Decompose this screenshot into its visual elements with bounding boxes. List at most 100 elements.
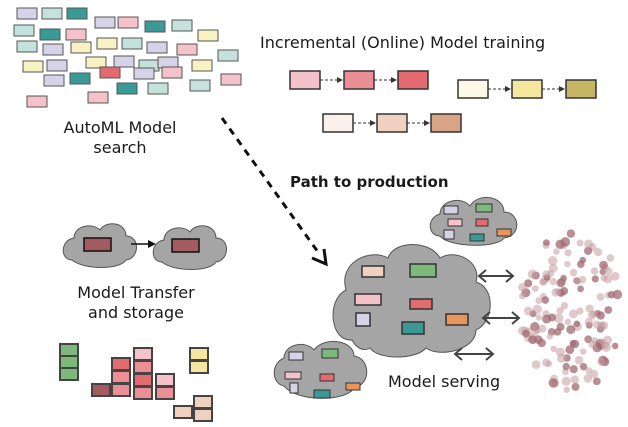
request-dot: [556, 307, 564, 315]
request-dot: [566, 229, 576, 238]
request-dot: [570, 375, 579, 384]
request-dot: [594, 248, 603, 257]
request-dot: [553, 248, 560, 255]
request-dot: [564, 318, 572, 326]
request-dot: [571, 382, 580, 391]
request-dot: [574, 278, 582, 285]
request-dot: [518, 283, 527, 292]
request-dot: [569, 340, 577, 347]
request-dot: [577, 260, 585, 269]
request-dot: [592, 377, 601, 386]
request-dot: [531, 285, 539, 292]
request-dot: [585, 304, 594, 313]
request-dot: [584, 317, 593, 326]
automl-label: AutoML Model search: [40, 118, 200, 158]
request-dot: [546, 333, 553, 340]
request-dot: [569, 365, 578, 374]
request-dot: [539, 278, 546, 286]
request-dot: [528, 335, 538, 345]
serving-label: Model serving: [388, 372, 501, 391]
double-arrow-icon: [477, 269, 515, 283]
request-dot: [565, 345, 575, 355]
request-dot: [560, 302, 569, 310]
request-dot: [542, 314, 552, 324]
request-dot: [566, 325, 576, 335]
request-dot: [560, 237, 571, 247]
request-dot: [573, 320, 581, 328]
request-dot: [548, 256, 558, 266]
request-dot: [535, 297, 543, 304]
transfer-arrow: [131, 240, 156, 248]
request-dot: [537, 338, 546, 348]
request-dot: [549, 278, 558, 286]
transfer-label: Model Transfer and storage: [56, 283, 216, 323]
double-arrow-icon: [453, 347, 495, 361]
request-dot: [603, 335, 613, 345]
request-dot: [606, 254, 615, 262]
request-dot: [564, 249, 572, 257]
request-dot: [542, 270, 551, 279]
request-dot: [600, 274, 608, 282]
request-dot: [604, 267, 613, 276]
request-dot: [576, 239, 584, 247]
request-dot: [519, 292, 526, 300]
request-dot: [597, 357, 606, 367]
request-dot: [564, 261, 571, 268]
serving-cloud-main: [332, 244, 491, 358]
request-dot: [531, 360, 541, 370]
automl-model-grid: [13, 7, 242, 108]
automl-label-line1: AutoML Model: [63, 118, 177, 137]
request-dot: [561, 376, 571, 386]
request-dot: [569, 268, 578, 277]
request-dot: [542, 358, 551, 367]
double-arrow-icon: [481, 311, 521, 325]
serving-cloud-bottom: [273, 341, 368, 399]
request-dot: [590, 370, 599, 379]
storage-stacks: [59, 343, 213, 422]
request-dot: [553, 313, 564, 324]
request-dot: [563, 386, 570, 393]
request-dot: [579, 363, 588, 371]
incremental-chain-red: [289, 70, 429, 90]
serving-cloud-top: [429, 197, 518, 246]
request-dot: [577, 285, 584, 293]
dashed-arrow-icon: [220, 117, 328, 267]
request-dot: [599, 260, 608, 270]
request-dot: [548, 378, 558, 388]
transfer-label-line2: and storage: [88, 303, 184, 322]
automl-label-line2: search: [93, 138, 147, 157]
request-dot: [555, 347, 565, 357]
request-dot: [590, 267, 599, 275]
request-dot: [592, 320, 601, 329]
incremental-chain-yellow: [457, 79, 597, 99]
request-dot: [527, 269, 538, 279]
request-dot: [590, 310, 598, 318]
request-dot: [576, 307, 584, 315]
request-dot: [562, 362, 570, 371]
request-dot: [538, 324, 547, 333]
transfer-cloud-left: [62, 223, 137, 268]
request-dot: [550, 345, 557, 353]
path-label: Path to production: [290, 173, 449, 191]
transfer-cloud-right: [152, 225, 227, 270]
incremental-chain-peach: [322, 113, 462, 133]
request-dot: [524, 279, 533, 288]
request-dot: [588, 340, 597, 349]
request-dot: [596, 293, 605, 301]
incremental-label: Incremental (Online) Model training: [260, 33, 546, 52]
request-dot: [523, 306, 533, 316]
request-dot: [612, 289, 623, 300]
request-dot: [610, 271, 620, 281]
request-dot: [535, 314, 542, 321]
request-dot: [522, 329, 530, 338]
request-dot: [604, 306, 613, 314]
request-dot: [583, 374, 593, 383]
request-dot: [532, 304, 543, 314]
request-dot: [584, 239, 594, 249]
request-dot: [611, 342, 619, 350]
transfer-label-line1: Model Transfer: [77, 283, 195, 302]
request-dots: [518, 229, 623, 393]
request-dot: [543, 239, 550, 247]
request-dot: [568, 309, 578, 319]
request-dot: [554, 288, 562, 296]
